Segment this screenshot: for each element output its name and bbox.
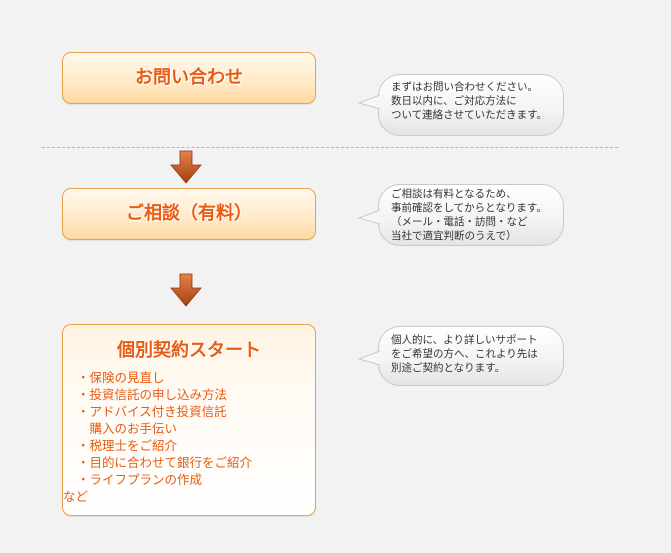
- service-item: ・投資信託の申し込み方法: [77, 387, 228, 402]
- step-contract-title: 個別契約スタート: [117, 340, 261, 361]
- down-arrow-icon: [170, 150, 202, 184]
- step-inquiry: お問い合わせ: [62, 52, 316, 104]
- note-consultation: ご相談は有料となるため、 事前確認をしてからとなります。 （メール・電話・訪問・…: [358, 184, 564, 246]
- step-contract-start: 個別契約スタート ・保険の見直し ・投資信託の申し込み方法 ・アドバイス付き投資…: [62, 324, 316, 516]
- step-consultation: ご相談（有料）: [62, 188, 316, 240]
- section-divider: [42, 147, 618, 148]
- note-inquiry-text: まずはお問い合わせください。 数日以内に、ご対応方法に ついて連絡させていただき…: [391, 81, 548, 121]
- step-inquiry-title: お問い合わせ: [135, 67, 243, 88]
- note-consultation-text: ご相談は有料となるため、 事前確認をしてからとなります。 （メール・電話・訪問・…: [391, 188, 547, 242]
- bubble-tail-icon: [358, 209, 380, 225]
- bubble-tail-icon: [358, 94, 380, 110]
- service-item: ・税理士をご紹介: [77, 438, 178, 453]
- note-contract: 個人的に、より詳しいサポート をご希望の方へ、これより先は 別途ご契約となります…: [358, 326, 564, 386]
- service-item: ・アドバイス付き投資信託: [77, 404, 227, 419]
- service-list-tail: など: [63, 489, 89, 504]
- service-item: ・目的に合わせて銀行をご紹介: [77, 455, 253, 470]
- service-item: ・ライフプランの作成: [77, 472, 203, 487]
- step-consultation-title: ご相談（有料）: [126, 203, 252, 224]
- note-inquiry: まずはお問い合わせください。 数日以内に、ご対応方法に ついて連絡させていただき…: [358, 74, 564, 136]
- down-arrow-icon: [170, 273, 202, 307]
- service-list: ・保険の見直し ・投資信託の申し込み方法 ・アドバイス付き投資信託 購入のお手伝…: [63, 369, 315, 505]
- bubble-tail-icon: [358, 350, 380, 366]
- service-item: ・保険の見直し: [77, 370, 165, 385]
- service-item: 購入のお手伝い: [77, 421, 178, 436]
- note-contract-text: 個人的に、より詳しいサポート をご希望の方へ、これより先は 別途ご契約となります…: [391, 334, 538, 374]
